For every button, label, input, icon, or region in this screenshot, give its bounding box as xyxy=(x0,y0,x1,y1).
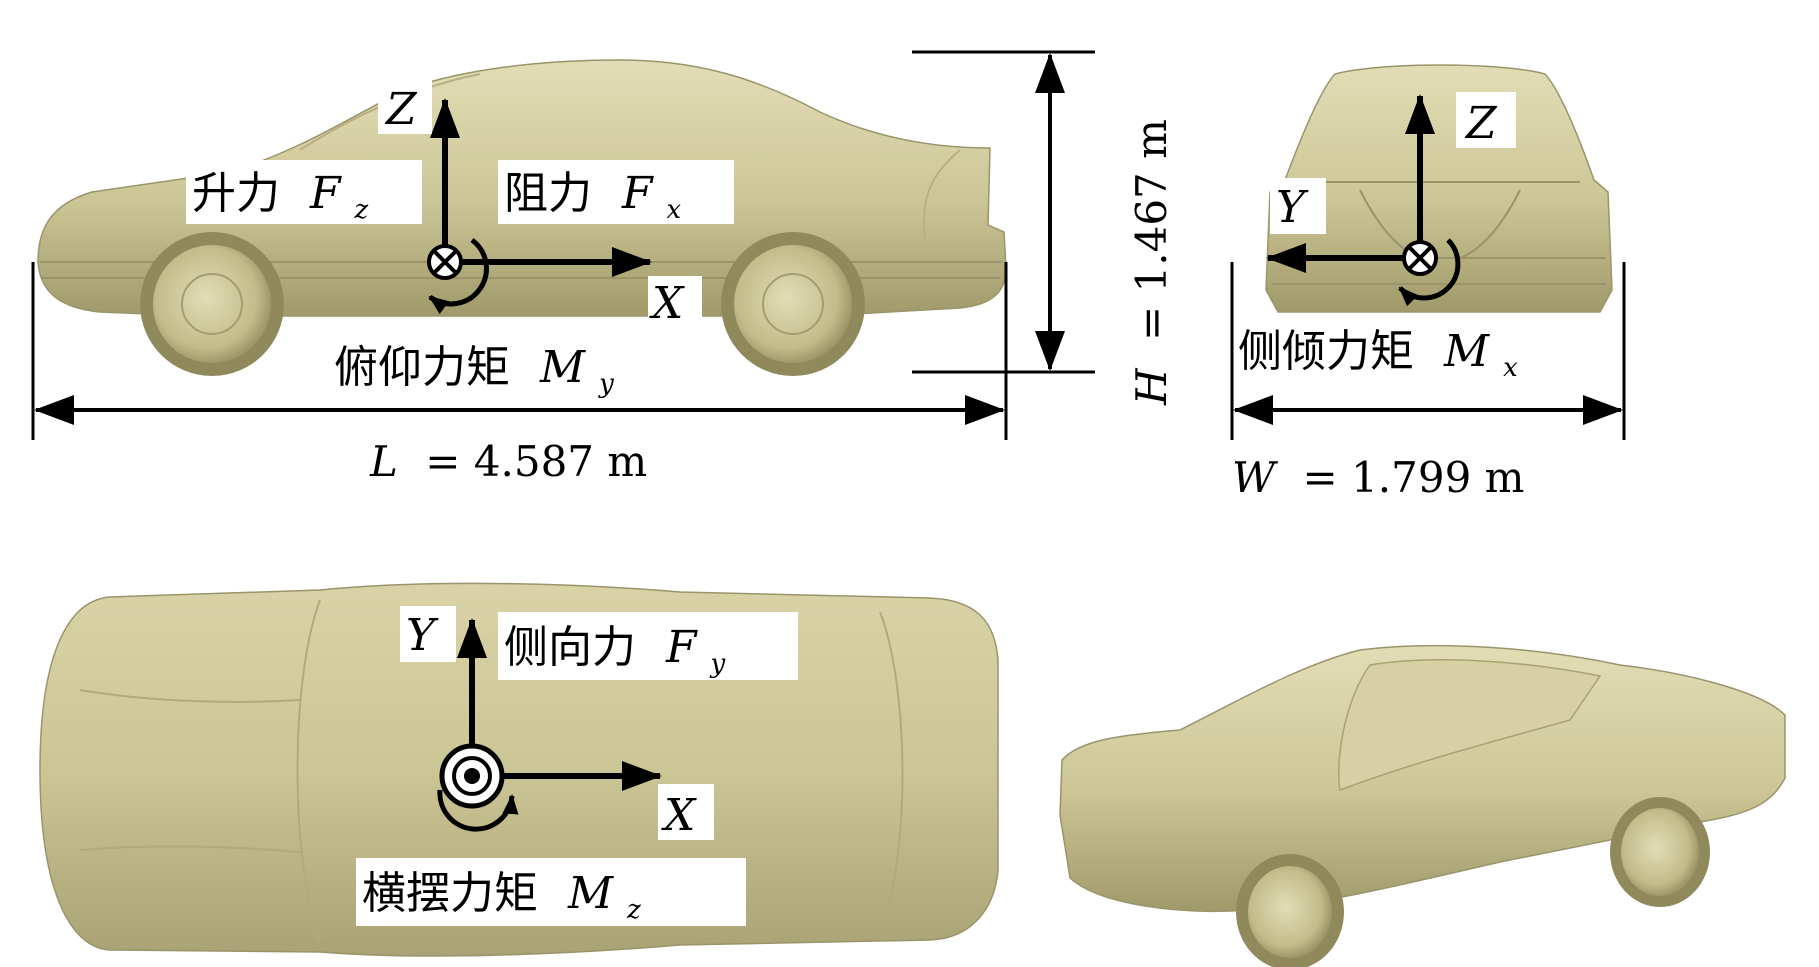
height-value: = 1.467 m xyxy=(1127,119,1176,341)
side-force-label: 侧向力 F y xyxy=(504,622,726,679)
front-axis-z-label: Z xyxy=(1464,98,1498,149)
pitch-moment-label: 俯仰力矩 M y xyxy=(334,342,614,399)
side-force-label-bg xyxy=(498,612,798,680)
length-var: L xyxy=(369,437,398,486)
top-view-axes xyxy=(437,618,662,832)
front-roll-moment-arc xyxy=(1398,238,1461,307)
yaw-moment-subscript: z xyxy=(626,895,641,925)
top-car-hood-line xyxy=(79,689,301,853)
side-axis-x-label: X xyxy=(649,278,685,329)
iso-car-rear-wheel xyxy=(1610,797,1710,907)
front-car-grille-line xyxy=(1272,181,1606,285)
top-y-label-bg xyxy=(400,606,456,662)
iso-car-front-wheel xyxy=(1236,854,1344,967)
top-x-label-bg xyxy=(658,784,714,840)
roll-moment-text: 侧倾力矩 xyxy=(1238,326,1414,377)
side-view-axes xyxy=(427,98,652,315)
height-dimension xyxy=(912,50,1095,374)
top-dot-center xyxy=(464,768,480,784)
front-axis-y-label: Y xyxy=(1276,182,1309,233)
length-dimension xyxy=(31,262,1008,440)
length-value: = 4.587 m xyxy=(425,437,647,486)
lift-force-symbol: F xyxy=(309,168,342,219)
height-dimension-label: H = 1.467 m xyxy=(1127,119,1176,406)
pitch-moment-symbol: M xyxy=(539,342,586,393)
drag-force-text: 阻力 xyxy=(504,168,592,219)
width-var: W xyxy=(1232,453,1279,502)
top-car-windshield xyxy=(296,599,904,941)
yaw-label-bg xyxy=(356,858,746,926)
front-z-label-bg xyxy=(1456,92,1516,148)
roll-moment-symbol: M xyxy=(1443,326,1490,377)
roll-moment-subscript: x xyxy=(1503,353,1518,383)
side-pitch-moment-arc xyxy=(428,237,489,315)
front-y-label-bg xyxy=(1270,178,1326,234)
yaw-moment-text: 横摆力矩 xyxy=(362,868,538,919)
side-x-label-bg xyxy=(648,276,702,328)
front-view-axes xyxy=(1266,94,1461,307)
isometric-view-car xyxy=(1059,644,1786,967)
front-car-body xyxy=(1265,64,1613,313)
side-force-text: 侧向力 xyxy=(504,622,636,673)
yaw-moment-label: 横摆力矩 M z xyxy=(362,868,641,925)
top-axis-y-label: Y xyxy=(406,610,439,661)
iso-car-window xyxy=(1338,659,1602,792)
drag-force-symbol: F xyxy=(621,168,654,219)
side-car-front-wheel xyxy=(140,232,284,376)
lift-force-label: 升力 F z xyxy=(192,168,369,225)
lift-force-subscript: z xyxy=(354,195,369,225)
drag-label-bg xyxy=(498,160,734,224)
lift-force-text: 升力 xyxy=(192,168,280,219)
front-view-car xyxy=(1265,64,1613,313)
side-force-subscript: y xyxy=(710,649,726,679)
top-axis-x-label: X xyxy=(661,790,697,841)
front-cross-mark xyxy=(1407,245,1433,271)
roll-moment-label: 侧倾力矩 M x xyxy=(1238,326,1518,383)
drag-force-subscript: x xyxy=(667,195,682,225)
width-value: = 1.799 m xyxy=(1303,453,1525,502)
width-dimension-label: W = 1.799 m xyxy=(1232,453,1525,502)
lift-label-bg xyxy=(186,160,422,224)
side-car-rear-wheel xyxy=(721,232,865,376)
side-axis-z-label: Z xyxy=(384,84,418,135)
side-z-label-bg xyxy=(378,80,432,134)
pitch-moment-subscript: y xyxy=(598,369,614,399)
top-yaw-moment-arc xyxy=(437,789,519,832)
pitch-label-bg xyxy=(328,330,718,398)
roll-label-bg xyxy=(1232,314,1616,382)
side-cross-mark xyxy=(432,249,458,275)
height-var: H xyxy=(1127,367,1176,406)
length-dimension-label: L = 4.587 m xyxy=(369,437,647,486)
side-force-symbol: F xyxy=(665,622,698,673)
pitch-moment-text: 俯仰力矩 xyxy=(334,342,510,393)
width-dimension xyxy=(1230,262,1626,440)
drag-force-label: 阻力 F x xyxy=(504,168,682,225)
yaw-moment-symbol: M xyxy=(567,868,614,919)
